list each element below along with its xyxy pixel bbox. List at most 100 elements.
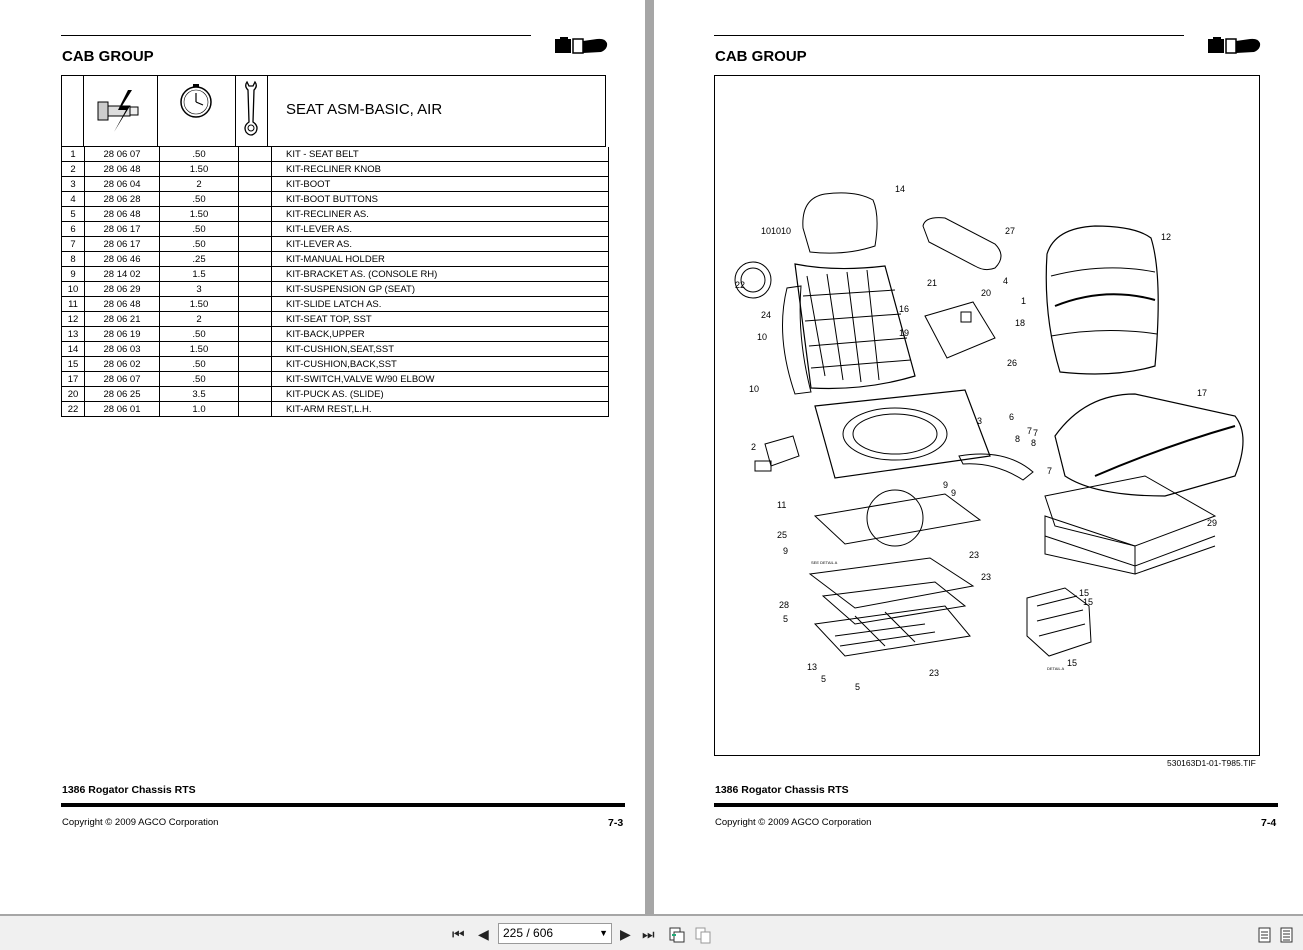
cell-desc: KIT-RECLINER AS.: [271, 206, 609, 222]
cell-code: 28 06 21: [84, 311, 160, 327]
cell-desc: KIT-LEVER AS.: [271, 236, 609, 252]
callout-label: 22: [735, 280, 745, 290]
cell-tool: [238, 356, 272, 372]
cell-code: 28 06 28: [84, 191, 160, 207]
callout-label: 5: [855, 682, 860, 692]
callout-label: 18: [1015, 318, 1025, 328]
svg-text:DETAIL A: DETAIL A: [1047, 666, 1064, 671]
cell-tool: [238, 341, 272, 357]
cell-item: 10: [61, 281, 85, 297]
callout-label: 15: [1079, 588, 1089, 598]
callout-label: 27: [1005, 226, 1015, 236]
previous-page-button[interactable]: ◀: [478, 926, 489, 942]
cell-time: 1.0: [159, 401, 239, 417]
continuous-view-icon[interactable]: [1280, 927, 1294, 943]
cell-code: 28 06 48: [84, 206, 160, 222]
next-page-button[interactable]: ▶: [620, 926, 631, 942]
callout-label: 7: [1027, 426, 1032, 436]
cell-code: 28 06 29: [84, 281, 160, 297]
cell-desc: KIT-CUSHION,SEAT,SST: [271, 341, 609, 357]
cell-item: 7: [61, 236, 85, 252]
page-number: 7-4: [1261, 817, 1277, 829]
cell-item: 22: [61, 401, 85, 417]
cell-item: 11: [61, 296, 85, 312]
callout-label: 24: [761, 310, 771, 320]
cell-item: 3: [61, 176, 85, 192]
single-page-view-icon[interactable]: [1258, 927, 1272, 943]
callout-label: 15: [1067, 658, 1077, 668]
connector-wrench-icon: [97, 90, 139, 132]
cell-tool: [238, 191, 272, 207]
last-page-button[interactable]: ⏭: [642, 926, 655, 942]
wrench-icon: [244, 80, 258, 136]
callout-label: 9: [943, 480, 948, 490]
clock-icon: [180, 84, 212, 118]
time-header: [158, 76, 236, 146]
cell-time: .50: [159, 326, 239, 342]
first-page-button[interactable]: ⏮: [452, 926, 465, 942]
cell-desc: KIT-PUCK AS. (SLIDE): [271, 386, 609, 402]
callout-label: 29: [1207, 518, 1217, 528]
brand-logo: [1208, 37, 1261, 54]
cell-item: 8: [61, 251, 85, 267]
callout-label: 10: [761, 226, 771, 236]
callout-label: 13: [807, 662, 817, 672]
cell-tool: [238, 266, 272, 282]
cell-time: 1.50: [159, 161, 239, 177]
cell-desc: KIT-SEAT TOP, SST: [271, 311, 609, 327]
page-select[interactable]: 225 / 606 ▼: [498, 923, 612, 944]
callout-label: 7: [1033, 428, 1038, 438]
callout-label: 10: [781, 226, 791, 236]
callout-label: 9: [783, 546, 788, 556]
callout-label: 10: [757, 332, 767, 342]
cell-time: .50: [159, 221, 239, 237]
cell-time: 2: [159, 176, 239, 192]
callout-label: 14: [895, 184, 905, 194]
cell-time: .50: [159, 147, 239, 162]
callout-label: 16: [899, 304, 909, 314]
cell-tool: [238, 176, 272, 192]
callout-label: 9: [951, 488, 956, 498]
cell-time: 3.5: [159, 386, 239, 402]
cell-desc: KIT-MANUAL HOLDER: [271, 251, 609, 267]
callout-label: 20: [981, 288, 991, 298]
cell-code: 28 06 25: [84, 386, 160, 402]
callout-label: 7: [1047, 466, 1052, 476]
cell-item: 14: [61, 341, 85, 357]
callout-label: 4: [1003, 276, 1008, 286]
cell-code: 28 06 04: [84, 176, 160, 192]
cell-item: 15: [61, 356, 85, 372]
cell-item: 17: [61, 371, 85, 387]
viewer-toolbar: [0, 916, 1303, 950]
cell-item: 4: [61, 191, 85, 207]
cell-tool: [238, 161, 272, 177]
cell-item: 12: [61, 311, 85, 327]
footer-title: 1386 Rogator Chassis RTS: [62, 784, 196, 796]
footer-rule: [714, 803, 1278, 807]
cell-item: 1: [61, 147, 85, 162]
cell-tool: [238, 236, 272, 252]
cell-desc: KIT-BRACKET AS. (CONSOLE RH): [271, 266, 609, 282]
callout-label: 1: [1021, 296, 1026, 306]
two-page-icon[interactable]: [694, 926, 712, 944]
copy-page-icon[interactable]: [668, 926, 686, 944]
callout-label: 12: [1161, 232, 1171, 242]
cell-tool: [238, 386, 272, 402]
cell-code: 28 06 48: [84, 296, 160, 312]
callout-label: 6: [1009, 412, 1014, 422]
part-code-header: [84, 76, 158, 146]
copyright: Copyright © 2009 AGCO Corporation: [62, 817, 219, 828]
cell-code: 28 06 02: [84, 356, 160, 372]
cell-tool: [238, 296, 272, 312]
cell-tool: [238, 401, 272, 417]
cell-item: 13: [61, 326, 85, 342]
group-title: CAB GROUP: [715, 48, 807, 65]
assembly-header-table: [61, 75, 606, 147]
callout-label: 23: [981, 572, 991, 582]
